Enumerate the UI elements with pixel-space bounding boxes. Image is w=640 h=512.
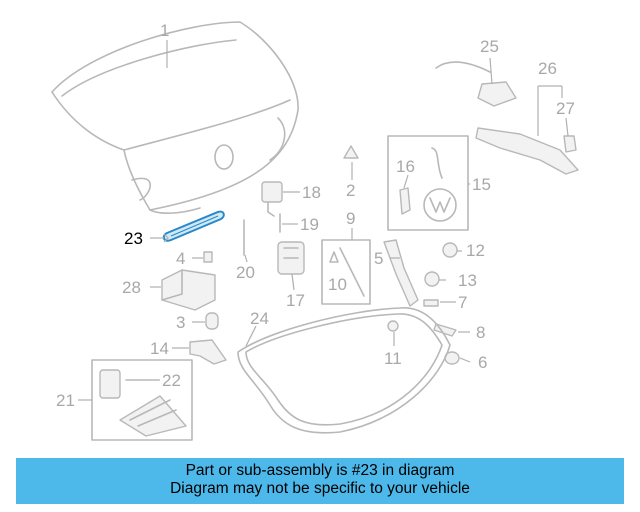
callout-21[interactable]: 21 [56,391,75,410]
info-banner: Part or sub-assembly is #23 in diagram D… [16,458,624,504]
part-bumper-2[interactable] [343,145,359,159]
leader-lines [78,40,569,401]
callout-20[interactable]: 20 [236,263,255,282]
callout-25[interactable]: 25 [480,37,499,56]
part-hinge-arm-26[interactable] [475,127,579,175]
callout-11[interactable]: 11 [384,349,402,368]
banner-line-2: Diagram may not be specific to your vehi… [170,480,470,497]
callout-13[interactable]: 13 [458,271,477,290]
callout-16[interactable]: 16 [396,157,415,176]
callout-15[interactable]: 15 [472,175,491,194]
part-clip-4[interactable] [203,251,213,263]
callout-4[interactable]: 4 [176,249,185,268]
callout-1[interactable]: 1 [160,21,169,40]
callout-6[interactable]: 6 [478,353,487,372]
part-stop-27[interactable] [563,135,577,153]
part-hinge-5[interactable] [383,239,419,307]
part-module-28[interactable] [161,269,216,311]
part-motor-25[interactable] [435,61,517,107]
part-bushing-12[interactable] [442,242,458,258]
callout-9[interactable]: 9 [346,209,355,228]
part-strut-box-9[interactable] [321,239,371,305]
callout-5[interactable]: 5 [374,249,383,268]
callout-23[interactable]: 23 [124,229,143,248]
part-emblem-box-15[interactable] [387,135,469,231]
part-emblem-bracket-16[interactable] [399,187,411,215]
callout-19[interactable]: 19 [300,215,319,234]
part-23-trim-strip[interactable] [162,210,225,242]
callout-18[interactable]: 18 [302,183,321,202]
part-grommet-3[interactable] [205,312,219,330]
part-latch-14[interactable] [189,339,227,365]
callout-labels: 1 2 3 4 5 6 7 8 9 10 11 12 13 14 15 16 1… [56,21,575,410]
callout-28[interactable]: 28 [122,278,141,297]
callout-8[interactable]: 8 [476,323,485,342]
part-bolt-7[interactable] [423,299,439,307]
callout-2[interactable]: 2 [346,181,355,200]
part-bushing-13[interactable] [424,271,440,287]
part-latch-18[interactable] [261,181,283,217]
banner-line-1: Part or sub-assembly is #23 in diagram [185,462,455,479]
part-plug-11[interactable] [387,320,399,332]
callout-24[interactable]: 24 [250,309,269,328]
callout-22[interactable]: 22 [162,371,181,390]
callout-26[interactable]: 26 [538,59,557,78]
part-weatherstrip-24[interactable] [237,307,451,434]
part-trunk-lid[interactable] [51,21,299,214]
callout-12[interactable]: 12 [466,241,485,260]
callout-14[interactable]: 14 [150,339,169,358]
callout-3[interactable]: 3 [176,313,185,332]
callout-7[interactable]: 7 [458,293,467,312]
callout-10[interactable]: 10 [328,275,347,294]
callout-27[interactable]: 27 [556,99,575,118]
part-actuator-17[interactable] [277,241,305,275]
callout-17[interactable]: 17 [286,291,305,310]
